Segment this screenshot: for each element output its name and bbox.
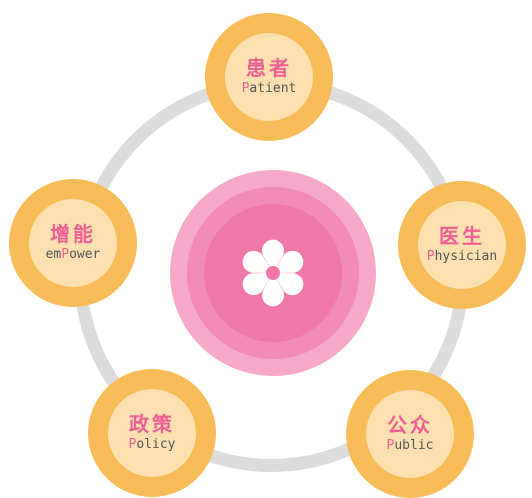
node-public-subtitle: Public [386,438,434,453]
node-patient-inner: 患者 Patient [225,33,313,121]
node-physician-title: 医生 [439,224,485,248]
node-empower-subtitle: emPower [45,247,101,262]
flower-petals-icon [242,239,304,307]
node-policy: 政策 Policy [88,369,216,497]
node-empower-title: 增能 [50,222,96,246]
node-physician: 医生 Physician [398,181,526,309]
node-policy-subtitle: Policy [128,437,176,452]
node-policy-inner: 政策 Policy [108,389,196,477]
node-empower-inner: 增能 emPower [29,199,117,287]
node-patient-subtitle: Patient [241,81,297,96]
node-empower: 增能 emPower [9,179,137,307]
node-physician-inner: 医生 Physician [418,201,506,289]
node-public-title: 公众 [387,413,433,437]
node-policy-title: 政策 [129,412,175,436]
node-physician-subtitle: Physician [426,249,498,264]
node-patient: 患者 Patient [205,13,333,141]
node-public-inner: 公众 Public [366,390,454,478]
node-patient-title: 患者 [246,56,292,80]
node-public: 公众 Public [346,370,474,498]
